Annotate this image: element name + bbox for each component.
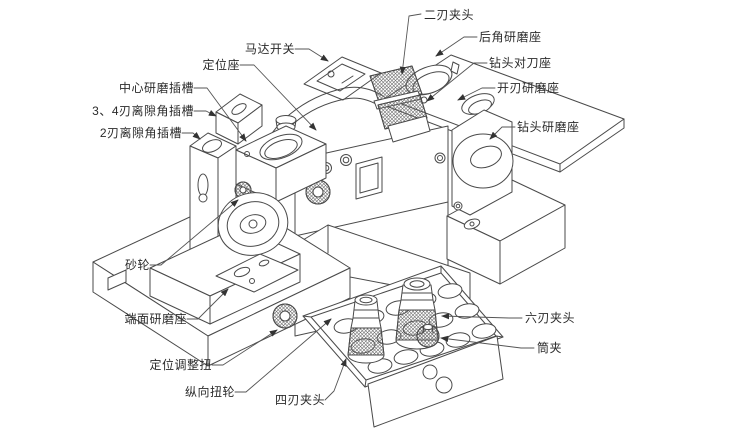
label-two-flute-chuck: 二刃夹头: [424, 8, 475, 22]
chuck-four-flute: [347, 294, 385, 364]
label-relief-angle-slot-3-4: 3、4刃离隙角插槽: [92, 104, 194, 118]
drawer: [302, 265, 504, 428]
label-end-face-grinding-seat: 端面研磨座: [124, 312, 187, 326]
motor-switch-panel: [303, 56, 382, 101]
grinding-head: [234, 125, 327, 203]
leader-lines: [149, 13, 535, 401]
label-edge-opening-grinding-seat: 开刃研磨座: [497, 81, 560, 95]
collet-part: [416, 324, 440, 348]
label-collet: 筒夹: [537, 341, 563, 355]
label-motor-switch: 马达开关: [244, 42, 295, 56]
label-relief-angle-slot-2: 2刃离隙角插槽: [99, 126, 182, 140]
label-center-grinding-slot: 中心研磨插槽: [118, 81, 194, 95]
label-four-flute-chuck: 四刃夹头: [274, 393, 325, 407]
grinding-wheel-part: [217, 192, 289, 256]
label-positioning-adjust-knob: 定位调整扭: [149, 358, 212, 372]
label-positioning-seat: 定位座: [202, 58, 240, 72]
label-six-flute-chuck: 六刃夹头: [525, 311, 576, 325]
label-drill-grinding-seat: 钻头研磨座: [517, 120, 580, 134]
label-drill-alignment-seat: 钻头对刀座: [489, 56, 552, 70]
label-grinding-wheel: 砂轮: [124, 258, 150, 272]
positioning-adjust-knob-part: [272, 303, 298, 329]
chuck-two-flute: [369, 65, 431, 143]
label-longitudinal-knob: 纵向扭轮: [184, 385, 235, 399]
label-back-angle-grinding-seat: 后角研磨座: [479, 30, 542, 44]
drill-grinding-bracket: [446, 109, 566, 285]
end-face-grinding-seat-part: [149, 225, 301, 325]
